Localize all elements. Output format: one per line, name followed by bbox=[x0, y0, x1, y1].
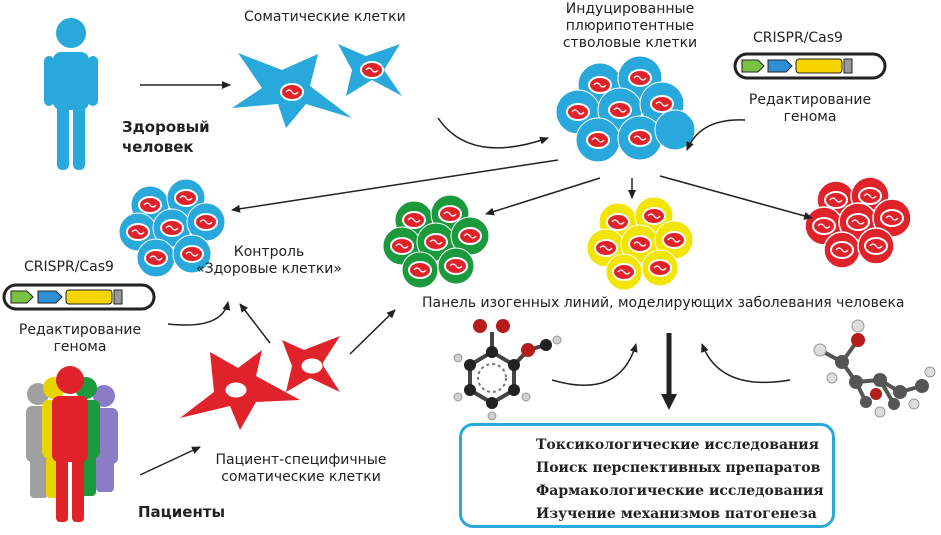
control-cluster-image bbox=[118, 178, 226, 278]
molecule-right-icon bbox=[813, 319, 936, 418]
application-item: Поиск перспективных препаратов bbox=[536, 460, 821, 476]
application-item: Изучение механизмов патогенеза bbox=[536, 506, 817, 522]
control-label: Контроль «Здоровые клетки» bbox=[196, 244, 342, 277]
red-cell-line-image bbox=[804, 176, 912, 269]
crispr-plasmid-top-icon bbox=[733, 52, 887, 80]
somatic-cells-image bbox=[232, 44, 402, 128]
somatic-cells-label: Соматические клетки bbox=[244, 9, 406, 25]
healthy-person-icon bbox=[44, 18, 98, 170]
crispr-plasmid-left-icon bbox=[2, 283, 156, 311]
patient-cells-label: Пациент-специфичные соматические клетки bbox=[215, 452, 387, 485]
patients-icon bbox=[26, 366, 118, 522]
panel-label: Панель изогенных линий, моделирующих заб… bbox=[422, 295, 905, 311]
healthy-person-label: Здоровый человек bbox=[122, 118, 210, 156]
patient-cells-image bbox=[180, 336, 340, 430]
application-item: Токсикологические исследования bbox=[536, 437, 820, 453]
editing-top-label: Редактирование генома bbox=[748, 92, 872, 125]
yellow-cell-line-image bbox=[586, 196, 694, 291]
crispr-top-label: CRISPR/Cas9 bbox=[753, 30, 843, 46]
editing-left-label: Редактирование генома bbox=[18, 322, 142, 355]
crispr-left-label: CRISPR/Cas9 bbox=[24, 259, 114, 275]
ipsc-cluster-image bbox=[555, 55, 696, 163]
applications-box: Токсикологические исследования Поиск пер… bbox=[459, 423, 835, 528]
patients-label: Пациенты bbox=[138, 503, 226, 521]
ipsc-label: Индуцированные плюрипотентные стволовые … bbox=[562, 1, 698, 51]
application-item: Фармакологические исследования bbox=[536, 483, 824, 499]
green-cell-line-image bbox=[382, 194, 490, 289]
molecule-left-icon bbox=[453, 319, 562, 421]
